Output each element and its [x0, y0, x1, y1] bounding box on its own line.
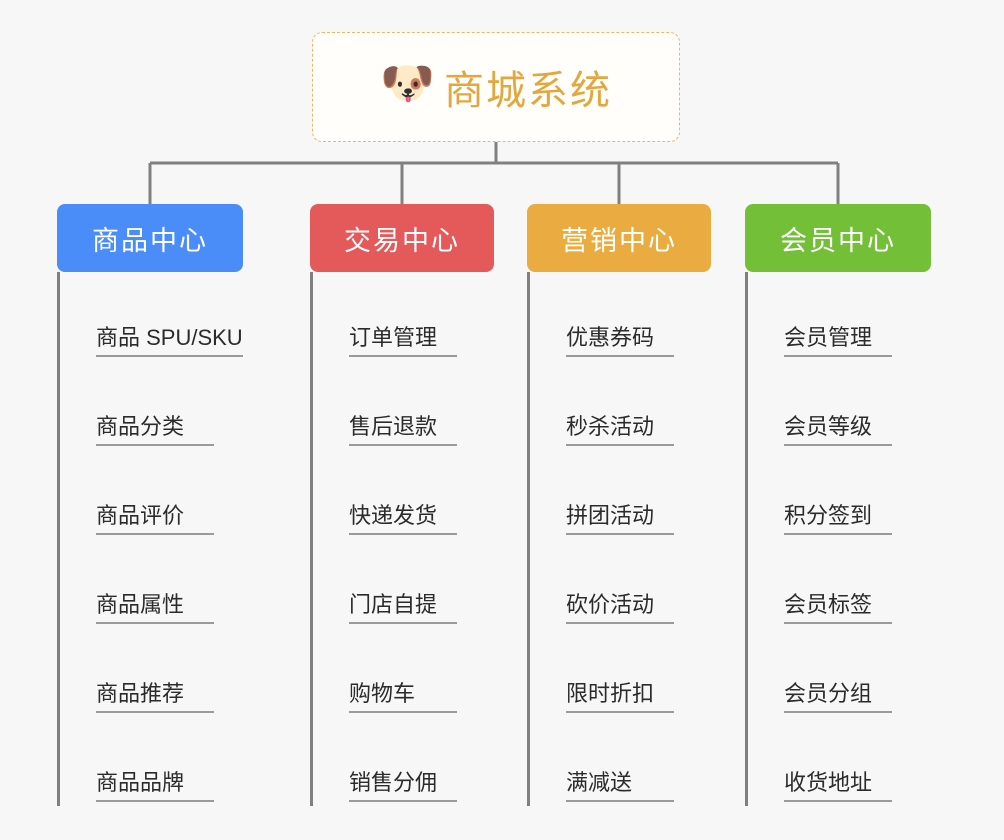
- branch-item-label: 会员标签: [784, 592, 892, 624]
- branch-column-0: 商品中心 商品 SPU/SKU 商品分类 商品评价 商品属性 商品推荐 商品品牌: [57, 204, 243, 806]
- branch-header-1[interactable]: 交易中心: [310, 204, 494, 272]
- branch-item-list-1: 订单管理 售后退款 快递发货 门店自提 购物车 销售分佣: [310, 272, 494, 806]
- branch-item-label: 收货地址: [784, 770, 892, 802]
- branch-header-label: 交易中心: [344, 225, 460, 256]
- list-item[interactable]: 商品评价: [76, 450, 243, 539]
- list-item[interactable]: 商品属性: [76, 539, 243, 628]
- list-item[interactable]: 门店自提: [329, 539, 494, 628]
- list-item[interactable]: 拼团活动: [546, 450, 711, 539]
- branch-column-1: 交易中心 订单管理 售后退款 快递发货 门店自提 购物车 销售分佣: [310, 204, 494, 806]
- branch-item-label: 会员等级: [784, 414, 892, 446]
- branch-item-label: 满减送: [566, 770, 674, 802]
- branch-item-list-0: 商品 SPU/SKU 商品分类 商品评价 商品属性 商品推荐 商品品牌: [57, 272, 243, 806]
- branch-item-label: 订单管理: [349, 325, 457, 357]
- branch-header-0[interactable]: 商品中心: [57, 204, 243, 272]
- branch-item-label: 会员管理: [784, 325, 892, 357]
- branch-item-label: 商品推荐: [96, 681, 214, 713]
- list-item[interactable]: 砍价活动: [546, 539, 711, 628]
- branch-item-label: 商品评价: [96, 503, 214, 535]
- root-node[interactable]: 🐶 商城系统: [312, 32, 680, 142]
- branch-item-list-3: 会员管理 会员等级 积分签到 会员标签 会员分组 收货地址: [745, 272, 931, 806]
- branch-item-label: 商品属性: [96, 592, 214, 624]
- list-item[interactable]: 购物车: [329, 628, 494, 717]
- branch-column-3: 会员中心 会员管理 会员等级 积分签到 会员标签 会员分组 收货地址: [745, 204, 931, 806]
- list-item[interactable]: 快递发货: [329, 450, 494, 539]
- list-item[interactable]: 积分签到: [764, 450, 931, 539]
- list-item[interactable]: 会员标签: [764, 539, 931, 628]
- list-item[interactable]: 售后退款: [329, 361, 494, 450]
- list-item[interactable]: 限时折扣: [546, 628, 711, 717]
- branch-header-label: 商品中心: [92, 225, 208, 256]
- list-item[interactable]: 商品品牌: [76, 717, 243, 806]
- branch-item-label: 销售分佣: [349, 770, 457, 802]
- branch-item-label: 砍价活动: [566, 592, 674, 624]
- list-item[interactable]: 商品 SPU/SKU: [76, 272, 243, 361]
- list-item[interactable]: 会员等级: [764, 361, 931, 450]
- branch-item-label: 限时折扣: [566, 681, 674, 713]
- branch-item-label: 拼团活动: [566, 503, 674, 535]
- list-item[interactable]: 秒杀活动: [546, 361, 711, 450]
- list-item[interactable]: 会员管理: [764, 272, 931, 361]
- list-item[interactable]: 订单管理: [329, 272, 494, 361]
- branch-item-label: 门店自提: [349, 592, 457, 624]
- branch-header-label: 会员中心: [780, 225, 896, 256]
- branch-item-label: 商品品牌: [96, 770, 214, 802]
- branch-item-label: 商品分类: [96, 414, 214, 446]
- list-item[interactable]: 销售分佣: [329, 717, 494, 806]
- branch-item-label: 优惠券码: [566, 325, 674, 357]
- branch-item-label: 售后退款: [349, 414, 457, 446]
- branch-header-3[interactable]: 会员中心: [745, 204, 931, 272]
- root-title: 商城系统: [444, 69, 612, 113]
- list-item[interactable]: 收货地址: [764, 717, 931, 806]
- branch-item-label: 购物车: [349, 681, 457, 713]
- branch-item-label: 商品 SPU/SKU: [96, 325, 243, 357]
- dog-face-icon: 🐶: [380, 59, 435, 108]
- branch-item-list-2: 优惠券码 秒杀活动 拼团活动 砍价活动 限时折扣 满减送: [527, 272, 711, 806]
- list-item[interactable]: 商品分类: [76, 361, 243, 450]
- branch-item-label: 会员分组: [784, 681, 892, 713]
- branch-header-label: 营销中心: [561, 225, 677, 256]
- branch-column-2: 营销中心 优惠券码 秒杀活动 拼团活动 砍价活动 限时折扣 满减送: [527, 204, 711, 806]
- list-item[interactable]: 会员分组: [764, 628, 931, 717]
- branch-item-label: 积分签到: [784, 503, 892, 535]
- list-item[interactable]: 商品推荐: [76, 628, 243, 717]
- branch-item-label: 快递发货: [349, 503, 457, 535]
- list-item[interactable]: 优惠券码: [546, 272, 711, 361]
- list-item[interactable]: 满减送: [546, 717, 711, 806]
- branch-header-2[interactable]: 营销中心: [527, 204, 711, 272]
- branch-item-label: 秒杀活动: [566, 414, 674, 446]
